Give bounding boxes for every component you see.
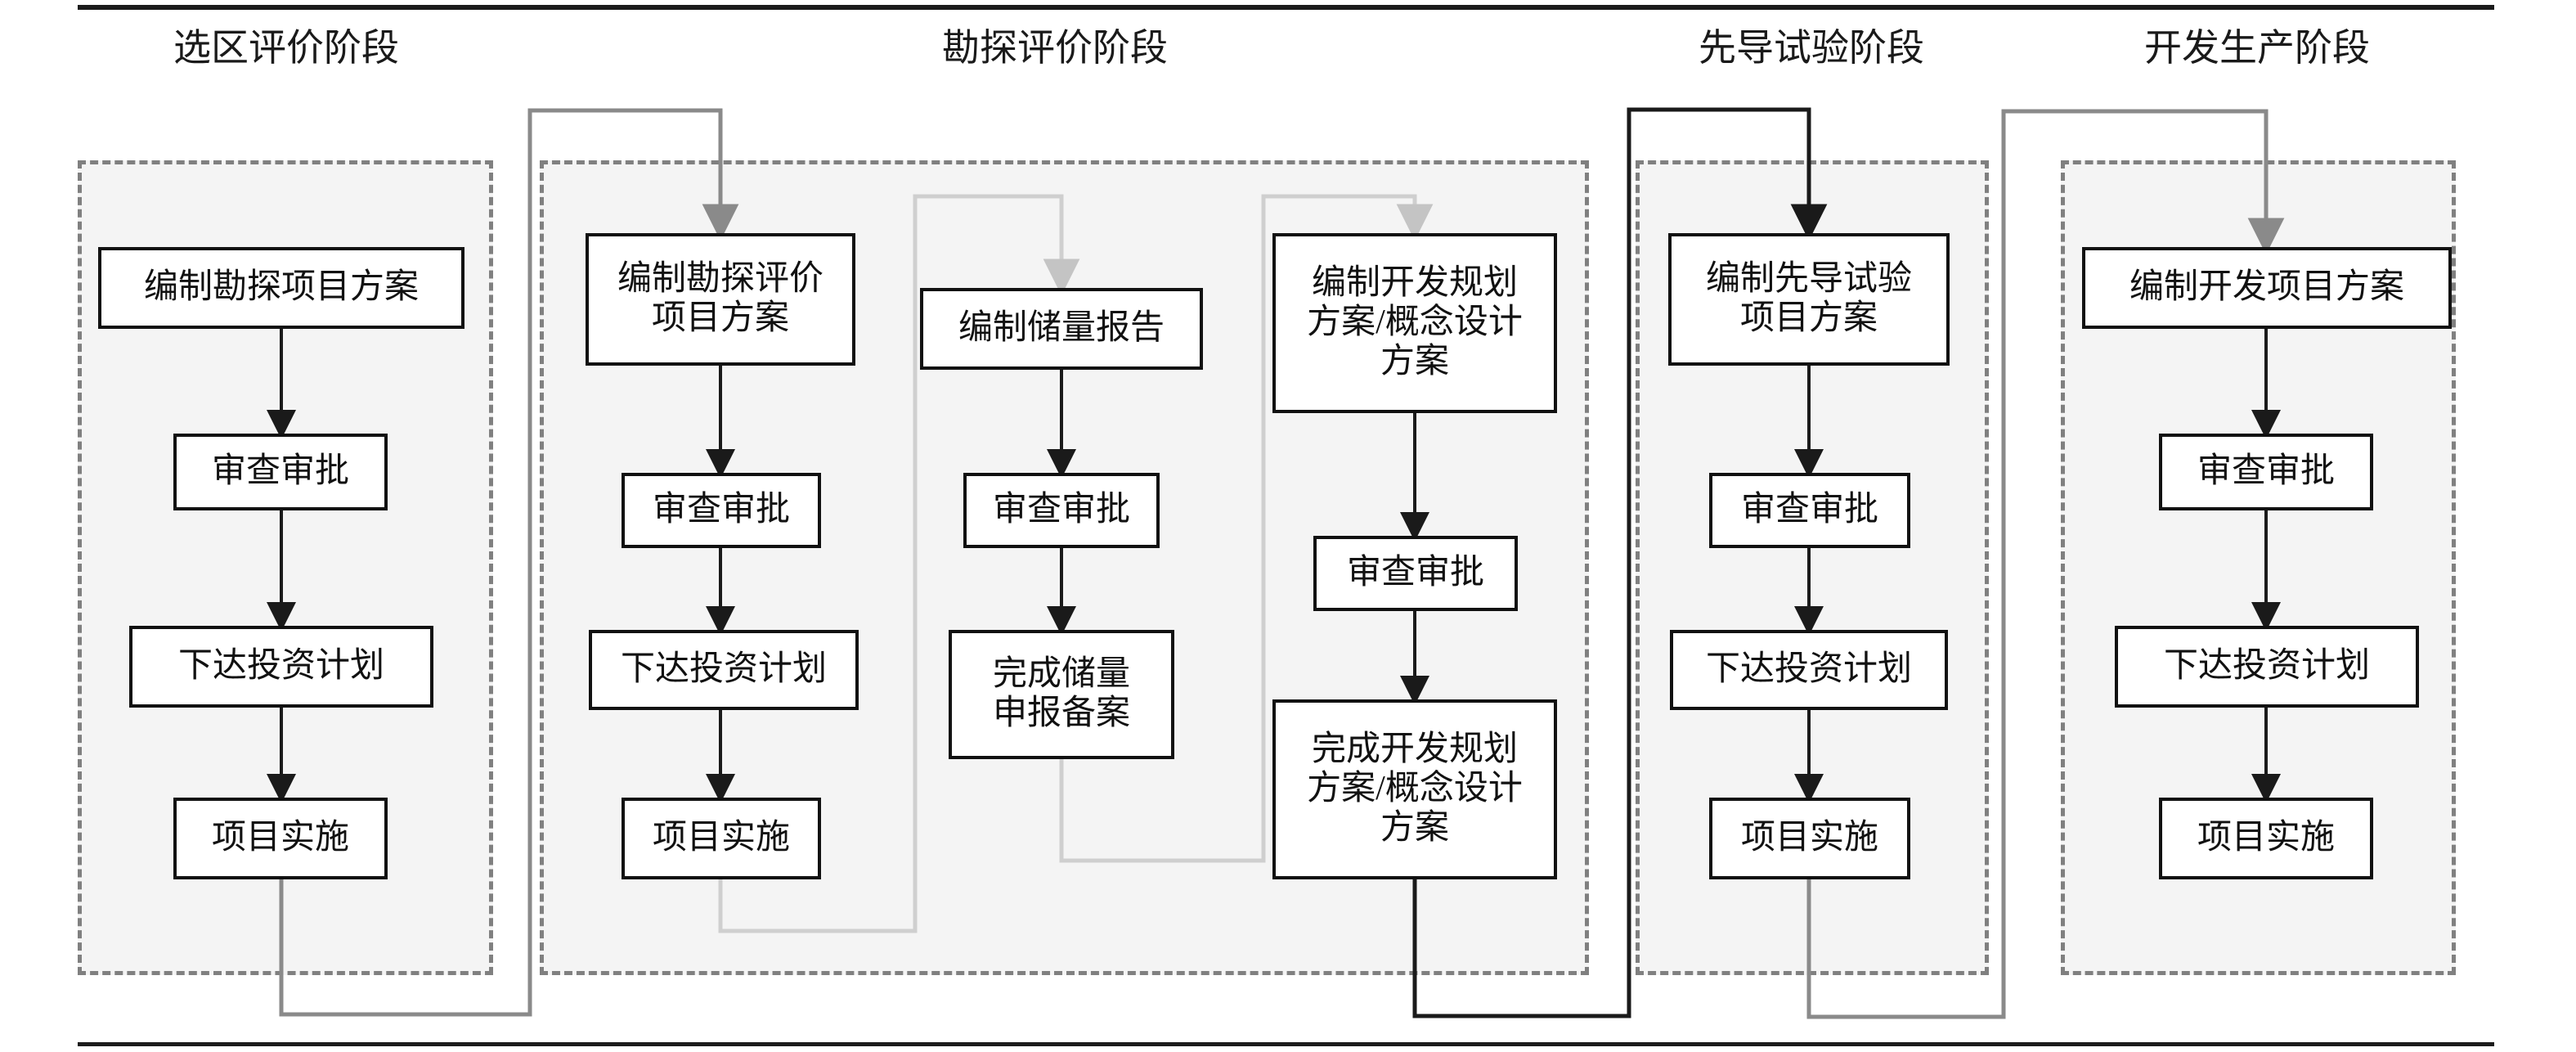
node-c5n4[interactable]: 项目实施 — [1709, 798, 1910, 879]
node-label: 编制先导试验项目方案 — [1705, 260, 1912, 337]
node-label: 项目实施 — [1740, 819, 1878, 857]
node-c4n1[interactable]: 编制开发规划方案/概念设计方案 — [1272, 233, 1557, 413]
node-c5n3[interactable]: 下达投资计划 — [1670, 630, 1948, 710]
edge-c4n3-to-c5n1 — [1412, 107, 1828, 1018]
node-c6n4[interactable]: 项目实施 — [2159, 798, 2373, 879]
node-label: 审查审批 — [1740, 491, 1878, 529]
phase-title-phase4: 开发生产阶段 — [2144, 27, 2370, 69]
node-c4n3[interactable]: 完成开发规划方案/概念设计方案 — [1272, 699, 1557, 879]
node-label: 下达投资计划 — [2163, 647, 2370, 686]
node-c3n3[interactable]: 完成储量申报备案 — [949, 630, 1174, 759]
node-label: 审查审批 — [2197, 452, 2335, 491]
node-c5n1[interactable]: 编制先导试验项目方案 — [1668, 233, 1950, 366]
phase-title-phase2: 勘探评价阶段 — [942, 27, 1168, 69]
node-c4n2[interactable]: 审查审批 — [1313, 536, 1518, 611]
node-label: 下达投资计划 — [620, 650, 827, 689]
node-c1n3[interactable]: 下达投资计划 — [129, 626, 433, 708]
node-c6n2[interactable]: 审查审批 — [2159, 434, 2373, 510]
node-label: 完成开发规划方案/概念设计方案 — [1307, 731, 1523, 847]
node-label: 审查审批 — [211, 452, 349, 491]
node-label: 编制开发项目方案 — [2129, 268, 2404, 307]
edge-c3n3-to-c4n1 — [1059, 194, 1434, 863]
node-label: 完成储量申报备案 — [992, 655, 1130, 732]
phase-title-phase1: 选区评价阶段 — [173, 27, 399, 69]
node-label: 下达投资计划 — [177, 647, 384, 686]
edge-c2n4-to-c3n1 — [718, 194, 1080, 933]
node-label: 编制开发规划方案/概念设计方案 — [1307, 264, 1523, 380]
node-label: 下达投资计划 — [1705, 650, 1912, 689]
node-c1n4[interactable]: 项目实施 — [173, 798, 388, 879]
node-c6n3[interactable]: 下达投资计划 — [2115, 626, 2419, 708]
node-c6n1[interactable]: 编制开发项目方案 — [2082, 247, 2452, 329]
node-label: 项目实施 — [211, 819, 349, 857]
node-c1n2[interactable]: 审查审批 — [173, 434, 388, 510]
node-label: 编制勘探评价项目方案 — [617, 260, 824, 337]
top-rule — [78, 5, 2494, 10]
node-c2n3[interactable]: 下达投资计划 — [589, 630, 859, 710]
node-label: 审查审批 — [652, 491, 790, 529]
phase-title-phase3: 先导试验阶段 — [1699, 27, 1924, 69]
node-label: 项目实施 — [652, 819, 790, 857]
node-label: 编制勘探项目方案 — [143, 268, 419, 307]
node-c5n2[interactable]: 审查审批 — [1709, 473, 1910, 548]
node-c2n4[interactable]: 项目实施 — [622, 798, 821, 879]
node-label: 项目实施 — [2197, 819, 2335, 857]
node-label: 审查审批 — [992, 491, 1130, 529]
edge-c1n4-to-c2n1 — [279, 108, 739, 1017]
node-c2n2[interactable]: 审查审批 — [622, 473, 821, 548]
node-c1n1[interactable]: 编制勘探项目方案 — [98, 247, 464, 329]
node-label: 审查审批 — [1346, 554, 1484, 592]
edge-c5n4-to-c6n1 — [1806, 109, 2285, 1019]
node-c2n1[interactable]: 编制勘探评价项目方案 — [586, 233, 855, 366]
node-label: 编制储量报告 — [958, 309, 1165, 348]
node-c3n2[interactable]: 审查审批 — [963, 473, 1160, 548]
bottom-rule — [78, 1042, 2494, 1046]
node-c3n1[interactable]: 编制储量报告 — [920, 288, 1203, 370]
